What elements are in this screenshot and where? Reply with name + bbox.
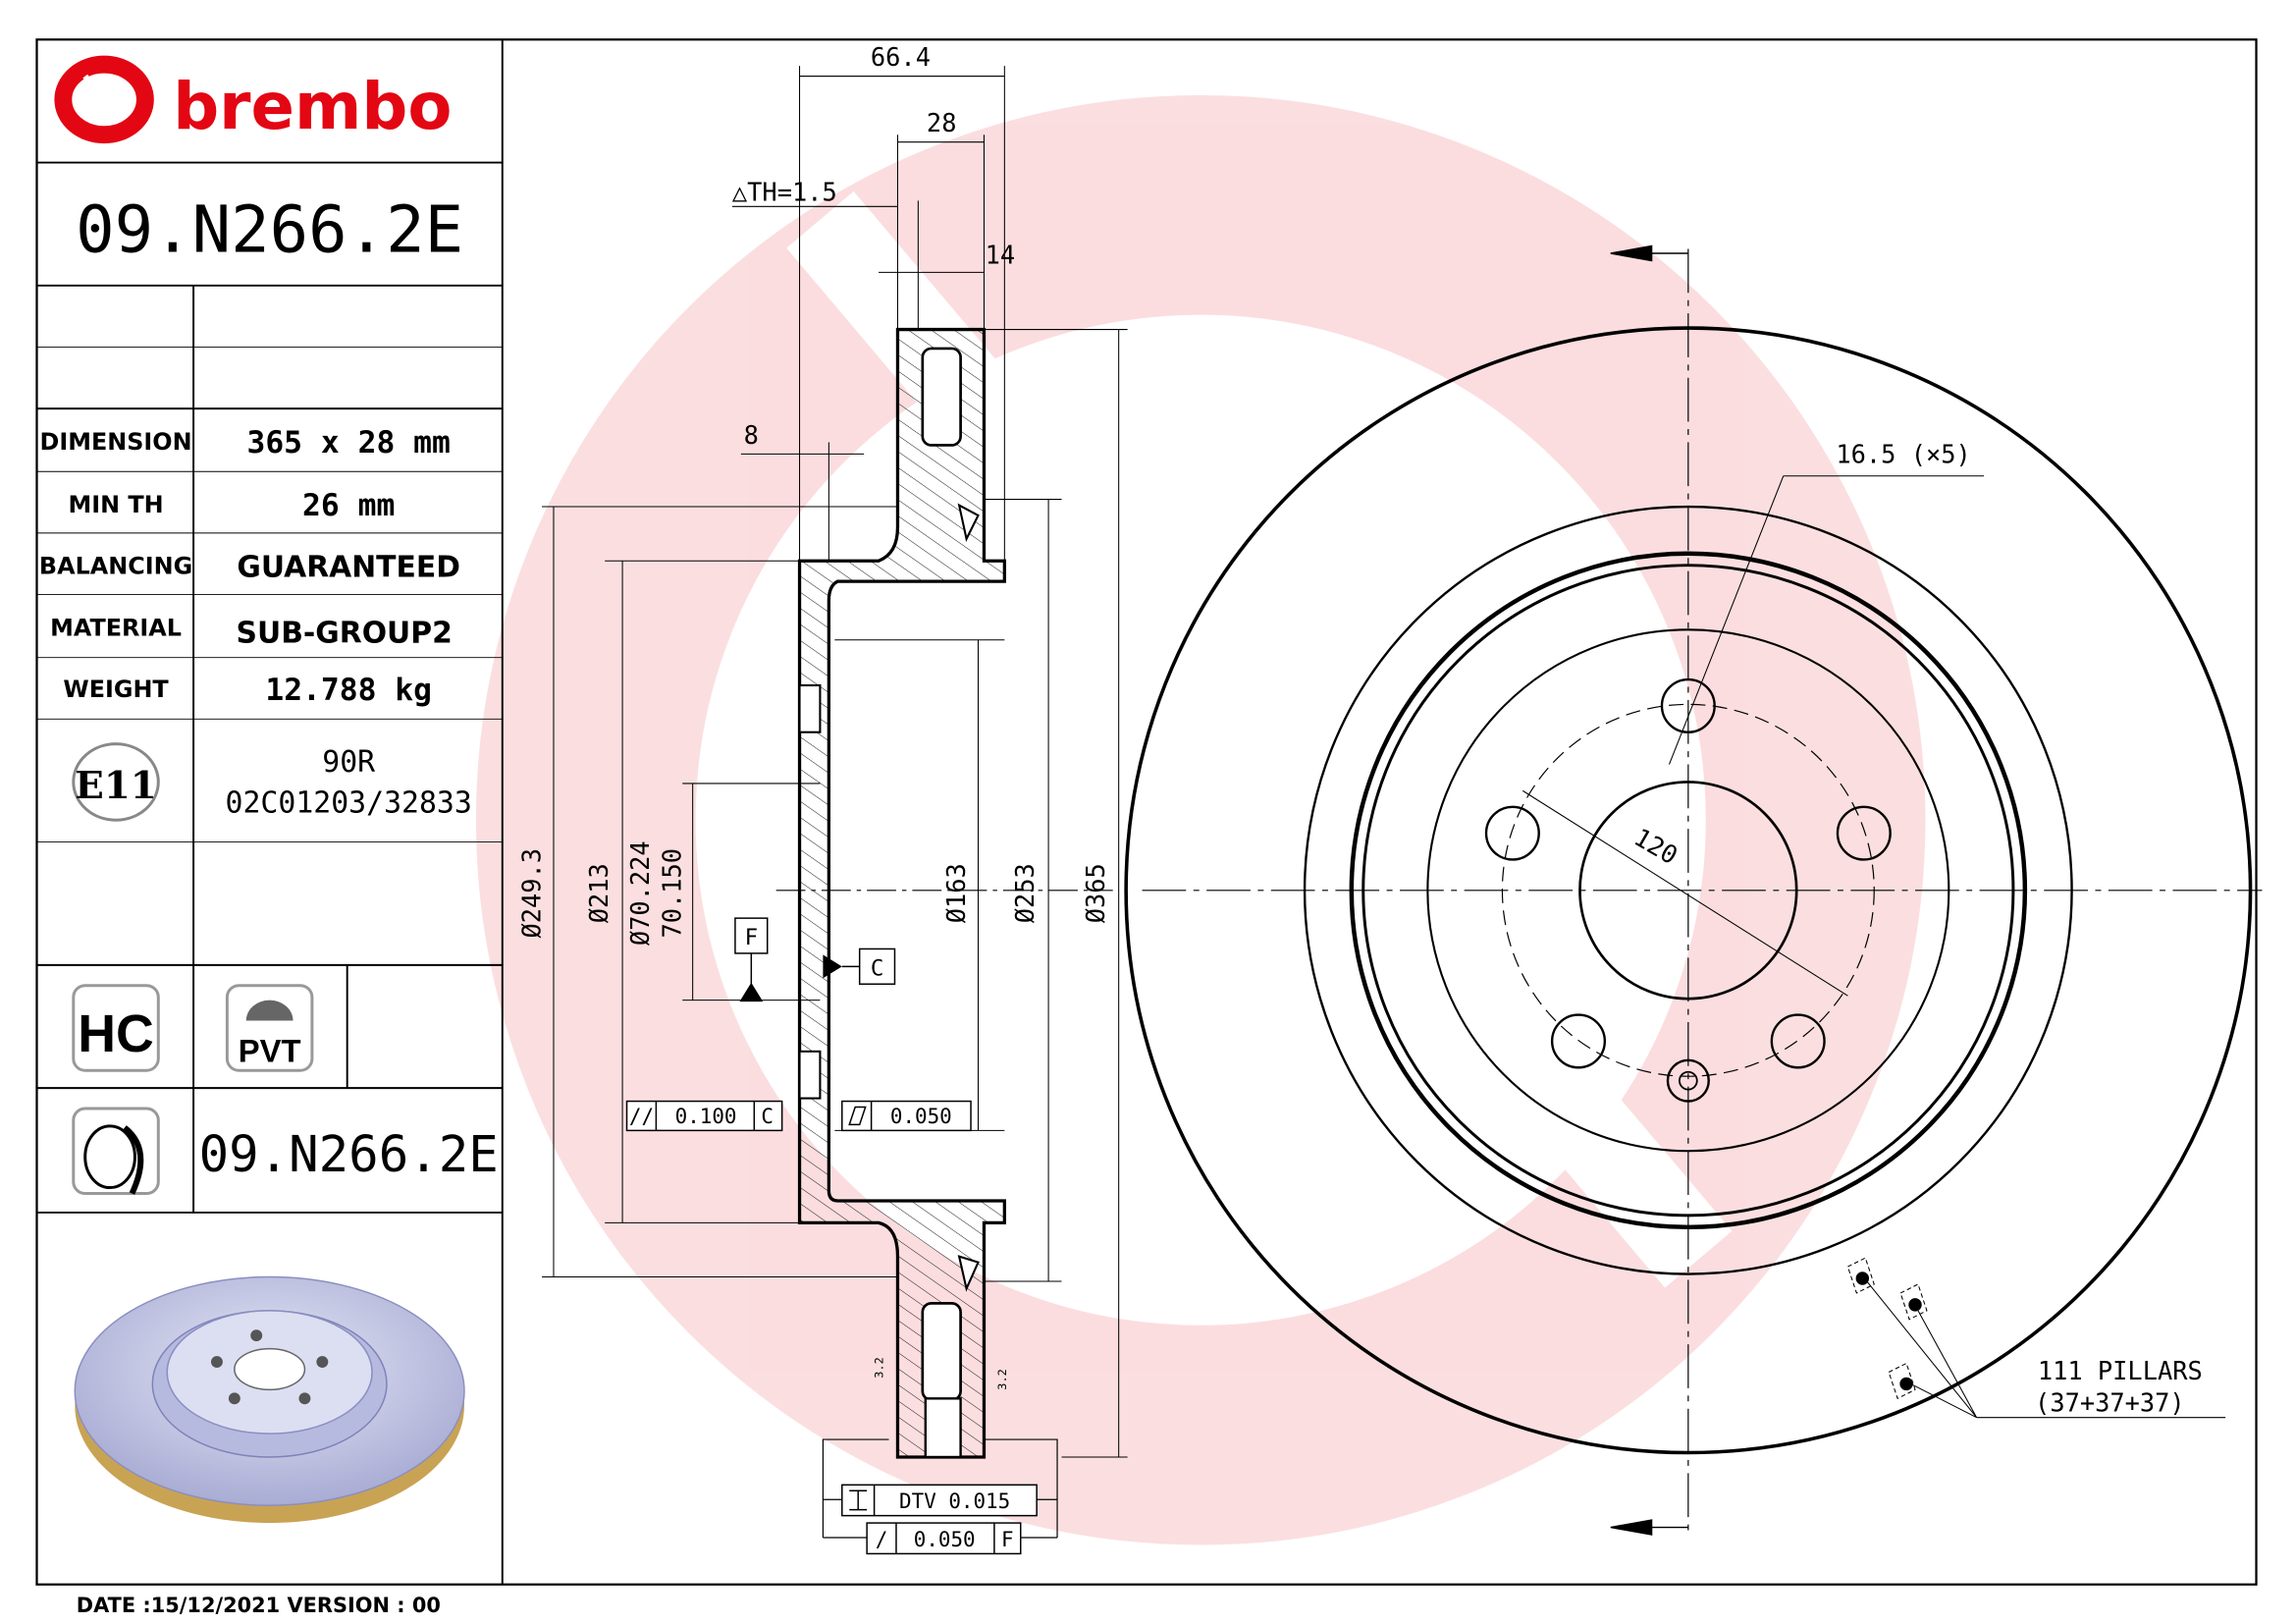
dim-d249: Ø249.3 — [517, 848, 547, 939]
dim-bolt-holes: 16.5 (×5) — [1836, 439, 1970, 468]
roughness-mark: 3.2 — [873, 1357, 886, 1379]
spec-value: 26 mm — [302, 488, 395, 523]
bolt-hole — [1550, 1013, 1607, 1069]
cross-section-view — [797, 327, 1006, 1459]
runout-tolerance: / 0.050 F — [866, 1522, 1022, 1555]
footer-date-version: DATE :15/12/2021 VERSION : 00 — [77, 1594, 441, 1617]
parallelism-tolerance: // 0.100 C — [625, 1100, 783, 1132]
disc-product-image — [74, 1275, 465, 1524]
svg-text://: // — [629, 1105, 654, 1128]
pillars-breakdown: (37+37+37) — [2035, 1388, 2185, 1418]
hc-badge: HC — [72, 984, 160, 1072]
svg-text:DTV 0.015: DTV 0.015 — [899, 1489, 1010, 1513]
spec-label: DIMENSION — [40, 428, 192, 456]
svg-text:HC: HC — [78, 1004, 154, 1063]
spec-label: BALANCING — [39, 553, 192, 580]
dim-d253: Ø253 — [1010, 863, 1040, 923]
dim-ring-face: 14 — [986, 240, 1016, 269]
dim-thickness: 28 — [927, 108, 957, 137]
bolt-hole — [1836, 805, 1892, 861]
brembo-logo: brembo — [54, 55, 452, 144]
spec-label: WEIGHT — [63, 676, 169, 703]
approval-regulation: 90R — [322, 745, 375, 780]
svg-text:/: / — [876, 1528, 888, 1551]
drawing-frame — [35, 38, 2258, 1586]
roughness-mark: 3.2 — [995, 1369, 1009, 1390]
pillars-count: 111 PILLARS — [2038, 1356, 2203, 1385]
front-view — [1124, 244, 2263, 1536]
dim-pilot-max: Ø70.224 — [625, 840, 655, 946]
brand-name: brembo — [173, 70, 452, 144]
svg-text:PVT: PVT — [239, 1032, 301, 1068]
disc-caliper-icon — [72, 1107, 160, 1196]
spec-label: MIN TH — [68, 491, 163, 518]
svg-text:E11: E11 — [75, 764, 157, 808]
svg-text:F: F — [1001, 1528, 1014, 1551]
part-number: 09.N266.2E — [76, 193, 463, 268]
dimension-lines — [542, 66, 1128, 1458]
approval-number: 02C01203/32833 — [226, 786, 472, 821]
dim-pilot-min: 70.150 — [658, 848, 687, 939]
svg-text:C: C — [761, 1105, 774, 1128]
flatness-tolerance: 0.050 — [841, 1100, 972, 1132]
bolt-hole — [1484, 805, 1540, 861]
datum-f: F — [734, 917, 769, 1002]
dim-delta-th: △TH=1.5 — [732, 177, 837, 206]
bolt-hole — [1770, 1013, 1826, 1069]
dim-d163: Ø163 — [941, 863, 971, 923]
dtv-tolerance: DTV 0.015 — [822, 1438, 1058, 1539]
icon-row-part-number: 09.N266.2E — [199, 1125, 499, 1183]
e11-approval-mark: E11 — [72, 742, 160, 822]
svg-text:0.050: 0.050 — [890, 1105, 952, 1128]
svg-text:0.050: 0.050 — [914, 1528, 976, 1551]
dim-hat-wall: 8 — [744, 420, 759, 450]
title-block — [36, 39, 504, 1585]
spec-value: 365 x 28 mm — [246, 425, 450, 460]
svg-text:0.100: 0.100 — [675, 1105, 737, 1128]
dim-d365: Ø365 — [1081, 863, 1110, 923]
spec-table: DIMENSION 365 x 28 mm MIN TH 26 mm BALAN… — [39, 425, 460, 708]
datum-c: C — [823, 947, 896, 985]
svg-text:C: C — [871, 955, 883, 981]
dim-overall-width: 66.4 — [871, 42, 931, 72]
spec-value: GUARANTEED — [237, 551, 460, 585]
pvt-badge: PVT — [225, 984, 314, 1072]
dim-d213: Ø213 — [584, 863, 614, 923]
spec-value: SUB-GROUP2 — [237, 617, 453, 651]
brembo-watermark — [475, 94, 1926, 1545]
spec-label: MATERIAL — [50, 614, 182, 641]
svg-text:F: F — [745, 925, 758, 950]
spec-value: 12.788 kg — [265, 673, 432, 708]
